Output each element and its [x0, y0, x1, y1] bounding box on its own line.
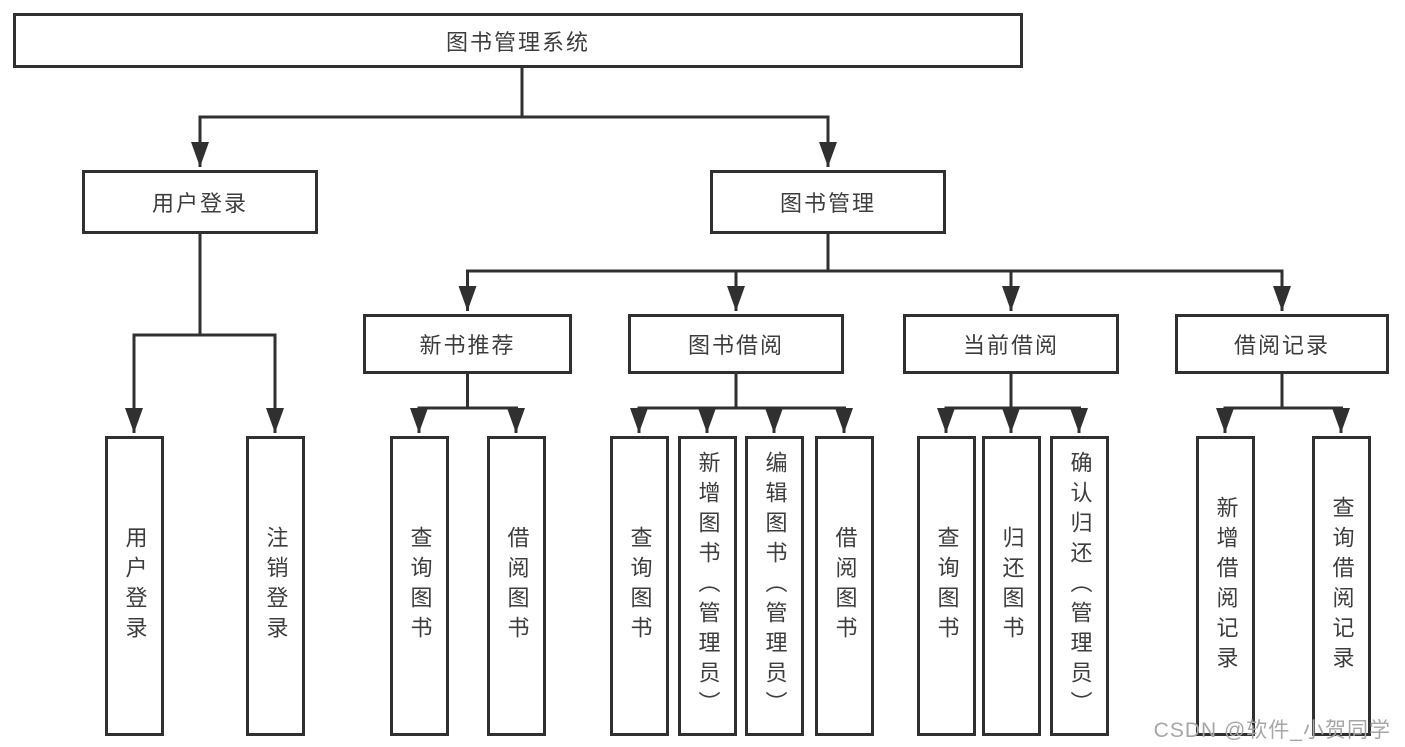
leaf-user-login: 用户登录: [105, 436, 164, 736]
leaf-newbook-borrow-books-label: 借阅图书: [504, 526, 530, 646]
node-new-book-recommend-label: 新书推荐: [419, 333, 516, 358]
node-book-borrow-label: 图书借阅: [687, 333, 784, 358]
node-root: 图书管理系统: [13, 13, 1023, 68]
leaf-newbook-borrow-books: 借阅图书: [487, 436, 546, 736]
leaf-newbook-query-books: 查询图书: [390, 436, 449, 736]
leaf-borrow-query-books: 查询图书: [610, 436, 669, 736]
node-current-borrow: 当前借阅: [903, 314, 1119, 374]
leaf-current-return-books-label: 归还图书: [999, 526, 1025, 646]
node-borrow-records: 借阅记录: [1175, 314, 1389, 374]
node-current-borrow-label: 当前借阅: [962, 333, 1059, 358]
node-book-management-label: 图书管理: [779, 191, 876, 216]
leaf-logout-label: 注销登录: [263, 526, 289, 646]
leaf-current-confirm-return-admin-label: 确认归还（管理员）: [1067, 451, 1093, 721]
leaf-current-query-books-label: 查询图书: [934, 526, 960, 646]
node-user-login: 用户登录: [82, 170, 318, 234]
node-borrow-records-label: 借阅记录: [1233, 333, 1330, 358]
leaf-borrow-add-books-admin-label: 新增图书（管理员）: [695, 451, 721, 721]
leaf-user-login-label: 用户登录: [122, 526, 148, 646]
node-new-book-recommend: 新书推荐: [363, 314, 572, 374]
node-root-label: 图书管理系统: [445, 29, 590, 55]
leaf-borrow-add-books-admin: 新增图书（管理员）: [678, 436, 737, 736]
leaf-borrow-edit-books-admin-label: 编辑图书（管理员）: [762, 451, 788, 721]
leaf-current-confirm-return-admin: 确认归还（管理员）: [1050, 436, 1109, 736]
leaf-logout: 注销登录: [246, 436, 305, 736]
leaf-borrow-edit-books-admin: 编辑图书（管理员）: [745, 436, 804, 736]
leaf-records-add-record-label: 新增借阅记录: [1213, 496, 1239, 676]
leaf-records-query-record: 查询借阅记录: [1312, 436, 1371, 736]
leaf-records-query-record-label: 查询借阅记录: [1329, 496, 1355, 676]
leaf-borrow-borrow-books: 借阅图书: [815, 436, 874, 736]
leaf-current-return-books: 归还图书: [982, 436, 1041, 736]
node-book-management: 图书管理: [710, 170, 946, 234]
leaf-current-query-books: 查询图书: [917, 436, 976, 736]
node-book-borrow: 图书借阅: [628, 314, 844, 374]
leaf-newbook-query-books-label: 查询图书: [407, 526, 433, 646]
leaf-borrow-borrow-books-label: 借阅图书: [832, 526, 858, 646]
leaf-records-add-record: 新增借阅记录: [1196, 436, 1255, 736]
node-user-login-label: 用户登录: [151, 191, 248, 216]
csdn-watermark: CSDN @软件_小贺同学: [1153, 719, 1391, 742]
leaf-borrow-query-books-label: 查询图书: [627, 526, 653, 646]
